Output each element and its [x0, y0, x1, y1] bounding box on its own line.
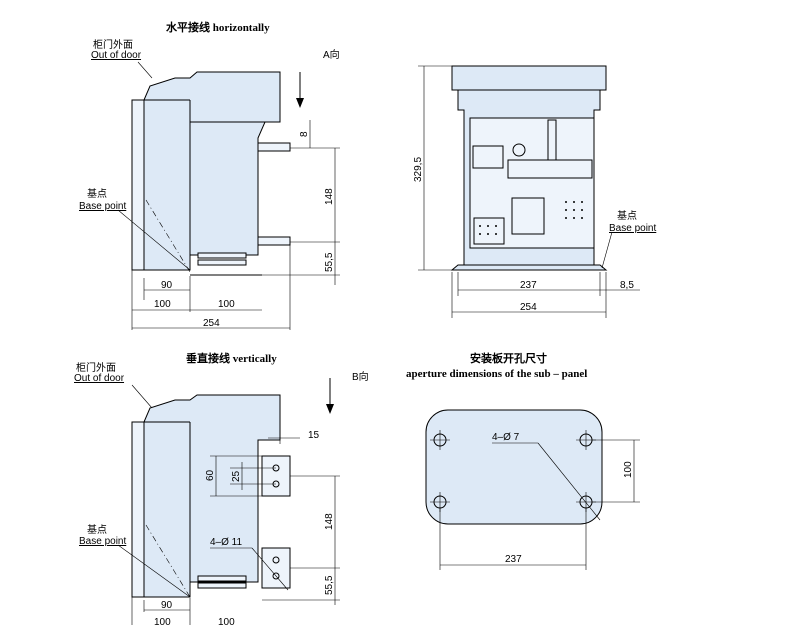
- front-top-cover: [451, 65, 607, 91]
- dim-148: 148: [324, 188, 335, 205]
- title-vertical: 垂直接线 vertically: [186, 351, 277, 365]
- view-aperture: 安装板开孔尺寸 aperture dimensions of the sub –…: [406, 351, 640, 570]
- dim-254: 254: [203, 318, 220, 329]
- dim-100-right-v: 100: [218, 617, 235, 625]
- base-label-cn-v: 基点: [87, 523, 107, 536]
- title-horizontal: 水平接线 horizontally: [166, 20, 270, 34]
- dim-55-5: 55,5: [324, 252, 335, 272]
- door-label-en-v: Out of door: [74, 373, 125, 384]
- dim-8: 8: [299, 131, 310, 137]
- direction-a-label: A向: [323, 48, 340, 61]
- door-panel: [131, 99, 145, 271]
- door-label-en: Out of door: [91, 50, 142, 61]
- dim-90: 90: [161, 280, 173, 291]
- door-label-cn: 柜门外面: [93, 38, 133, 51]
- base-label-en-v: Base point: [79, 536, 126, 547]
- front-base: [450, 264, 608, 271]
- front-dim-8-5: 8,5: [620, 280, 634, 291]
- base-label-cn: 基点: [87, 187, 107, 200]
- terminal-upper: [257, 142, 291, 152]
- front-base-label-en: Base point: [609, 223, 656, 234]
- front-dim-254: 254: [520, 302, 537, 313]
- door-panel-v: [131, 421, 145, 598]
- dim-148-v: 148: [324, 513, 335, 530]
- view-horizontal: 水平接线 horizontally A向 柜门外面 Out of door 基点…: [79, 20, 340, 330]
- dim-329-5: 329,5: [413, 157, 424, 182]
- sub-panel: [425, 409, 603, 525]
- dim-55-5-v: 55,5: [324, 575, 335, 595]
- direction-b-label: B向: [352, 370, 369, 383]
- terminal-lower: [257, 236, 291, 246]
- view-front: 基点 Base point 329,5 237 8,5 254: [413, 65, 656, 318]
- dim-4-phi-11: 4–Ø 11: [210, 537, 242, 548]
- dim-90-v: 90: [161, 600, 173, 611]
- front-base-label-cn: 基点: [617, 209, 637, 222]
- dim-4-phi-7: 4–Ø 7: [492, 432, 520, 443]
- door-label-cn-v: 柜门外面: [76, 361, 116, 374]
- dim-60: 60: [205, 469, 216, 481]
- view-vertical: 垂直接线 vertically B向 柜门外面 Out of door 基点 B…: [74, 351, 369, 625]
- dim-100-right: 100: [218, 299, 235, 310]
- aperture-title-en: aperture dimensions of the sub – panel: [406, 368, 587, 380]
- terminal-lower-v: [261, 547, 291, 589]
- front-dim-237: 237: [520, 280, 537, 291]
- dim-25: 25: [231, 470, 242, 482]
- front-dots: [479, 201, 583, 235]
- base-label-en: Base point: [79, 201, 126, 212]
- aperture-dim-237: 237: [505, 554, 522, 565]
- dim-15: 15: [308, 430, 320, 441]
- aperture-title-cn: 安装板开孔尺寸: [470, 351, 547, 365]
- aperture-dim-100: 100: [623, 461, 634, 478]
- terminal-upper-v: [261, 455, 291, 497]
- dim-100-left: 100: [154, 299, 171, 310]
- dim-100-left-v: 100: [154, 617, 171, 625]
